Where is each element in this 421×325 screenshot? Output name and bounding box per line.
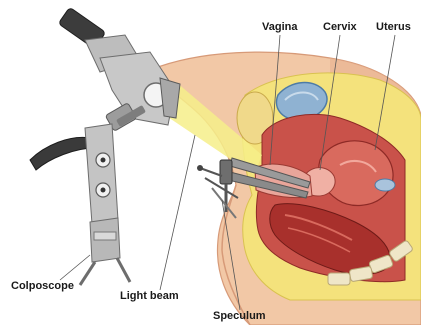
leader-lightbeam <box>160 135 195 290</box>
ovary <box>375 179 395 191</box>
label-vagina: Vagina <box>262 21 297 34</box>
label-light-beam: Light beam <box>120 290 179 303</box>
colposcope <box>30 7 180 285</box>
label-colposcope: Colposcope <box>11 280 74 293</box>
label-uterus: Uterus <box>376 21 411 34</box>
label-cervix: Cervix <box>323 21 357 34</box>
label-speculum: Speculum <box>213 310 266 323</box>
